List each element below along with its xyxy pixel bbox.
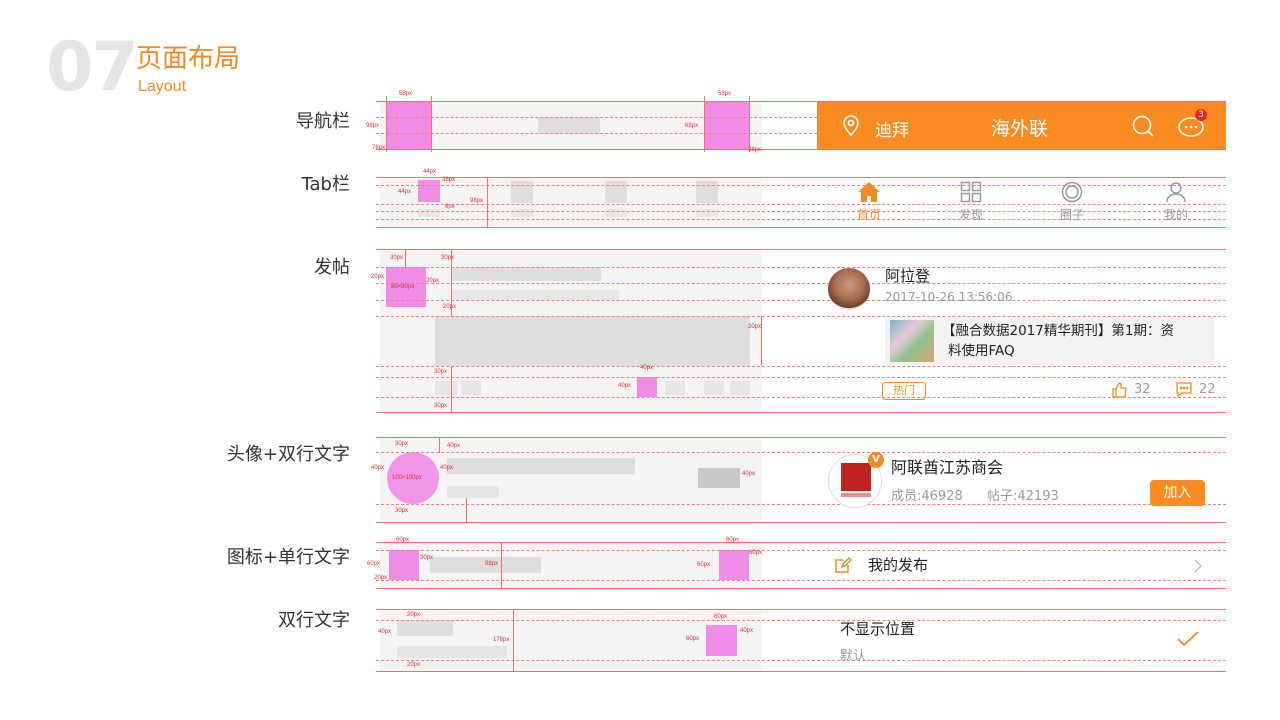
dim-label: 58px	[399, 91, 413, 97]
comment-icon[interactable]	[1176, 382, 1192, 397]
dim-label: 40px	[378, 629, 392, 635]
dim-label: 44px	[423, 169, 437, 175]
dim-label: 60px	[686, 636, 700, 642]
dim-label: 40px	[742, 471, 756, 477]
menu-label: 我的发布	[868, 556, 929, 574]
article-preview[interactable]	[885, 317, 1214, 365]
article-thumbnail	[890, 320, 934, 362]
dim-label: 80×80px	[391, 284, 415, 290]
location-icon[interactable]	[842, 115, 860, 137]
dim-label: 60px	[396, 537, 410, 543]
tab-label: 我的	[1163, 208, 1188, 222]
post-time: 2017-10-26 13:56:06	[885, 290, 1013, 304]
circle-icon	[1061, 181, 1083, 203]
tab-discover[interactable]: 发现	[941, 181, 1001, 223]
dim-label: 36px	[442, 177, 456, 183]
dim-label: 58px	[718, 91, 732, 97]
dim-label: 98px	[366, 123, 380, 129]
dim-label: 6px	[445, 204, 455, 210]
group-name[interactable]: 阿联酋江苏商会	[891, 458, 1004, 477]
row-label-post: 发帖	[314, 257, 350, 278]
dim-label: 68px	[685, 123, 699, 129]
dim-label: 30px	[395, 508, 409, 514]
post-author[interactable]: 阿拉登	[885, 267, 931, 285]
group-posts: 帖子:42193	[987, 489, 1059, 504]
avatar[interactable]	[828, 268, 870, 310]
dim-label: 20px	[443, 304, 457, 310]
group-members: 成员:46928	[891, 489, 963, 504]
dim-label: 78px	[372, 145, 386, 151]
setting-title: 不显示位置	[840, 620, 916, 638]
dim-label: 30px	[441, 255, 455, 261]
tab-label: 圈子	[1059, 208, 1084, 222]
nav-bar: 迪拜 海外联 3	[817, 102, 1226, 149]
section-title: 页面布局	[136, 44, 241, 74]
dim-label: 40px	[447, 443, 461, 449]
dim-label: 88px	[485, 561, 499, 567]
dim-label: 20px	[407, 662, 421, 668]
join-button[interactable]: 加入	[1150, 480, 1205, 506]
dim-label: 30px	[434, 403, 448, 409]
dim-label: 40px	[371, 465, 385, 471]
dim-label: 20px	[748, 324, 762, 330]
tab-home[interactable]: 首页	[839, 181, 899, 223]
chevron-right-icon	[1194, 559, 1202, 573]
row-label-tab: Tab栏	[301, 174, 350, 195]
dim-label: 20px	[426, 278, 440, 284]
grid-icon	[960, 181, 982, 203]
like-count: 32	[1134, 382, 1151, 397]
dim-label: 60px	[749, 550, 763, 556]
article-title[interactable]: 【融合数据2017精华期刊】第1期：资 料使用FAQ	[942, 323, 1174, 359]
edit-icon	[834, 556, 852, 574]
dim-label: 20px	[374, 575, 388, 581]
nav-title: 海外联	[991, 118, 1049, 140]
section-number: 07	[46, 28, 139, 107]
tab-me[interactable]: 我的	[1146, 181, 1206, 223]
hot-tag[interactable]: 热门	[882, 382, 926, 400]
row-label-two-line: 双行文字	[278, 610, 350, 631]
dim-label: 44px	[398, 189, 412, 195]
home-icon	[857, 181, 881, 203]
verified-icon: V	[868, 452, 884, 468]
tab-label: 首页	[856, 208, 881, 222]
section-subtitle: Layout	[138, 78, 187, 95]
dim-label: 60px	[726, 537, 740, 543]
dim-label: 40px	[440, 465, 454, 471]
dim-label: 20px	[371, 274, 385, 280]
dim-label: 28px	[748, 147, 762, 153]
tab-circle[interactable]: 圈子	[1042, 181, 1102, 223]
dim-label: 20px	[407, 612, 421, 618]
tab-label: 发现	[958, 208, 983, 222]
dim-label: 40px	[618, 383, 632, 389]
dim-label: 40px	[640, 365, 654, 371]
dim-label: 30px	[390, 255, 404, 261]
row-label-nav: 导航栏	[296, 111, 350, 132]
dim-label: 60px	[714, 614, 728, 620]
row-label-icon-single-line: 图标+单行文字	[226, 547, 350, 568]
search-icon[interactable]	[1131, 114, 1155, 138]
comment-count: 22	[1199, 382, 1216, 397]
dim-label: 178px	[493, 637, 510, 643]
user-icon	[1165, 181, 1187, 203]
dim-label: 60px	[697, 562, 711, 568]
dim-label: 98px	[470, 198, 484, 204]
dim-label: 40px	[740, 628, 754, 634]
setting-subtitle: 默认	[840, 649, 867, 664]
dim-label: 30px	[395, 441, 409, 447]
dim-label: 30px	[420, 555, 434, 561]
row-label-avatar-two-line: 头像+双行文字	[226, 444, 350, 465]
message-icon[interactable]	[1177, 115, 1205, 139]
location-label[interactable]: 迪拜	[875, 121, 909, 141]
checkmark-icon	[1177, 631, 1199, 647]
dim-label: 30px	[434, 369, 448, 375]
like-icon[interactable]	[1112, 382, 1128, 398]
dim-label: 60px	[367, 561, 381, 567]
dim-label: 100×100px	[392, 475, 422, 481]
message-badge: 3	[1195, 109, 1207, 121]
